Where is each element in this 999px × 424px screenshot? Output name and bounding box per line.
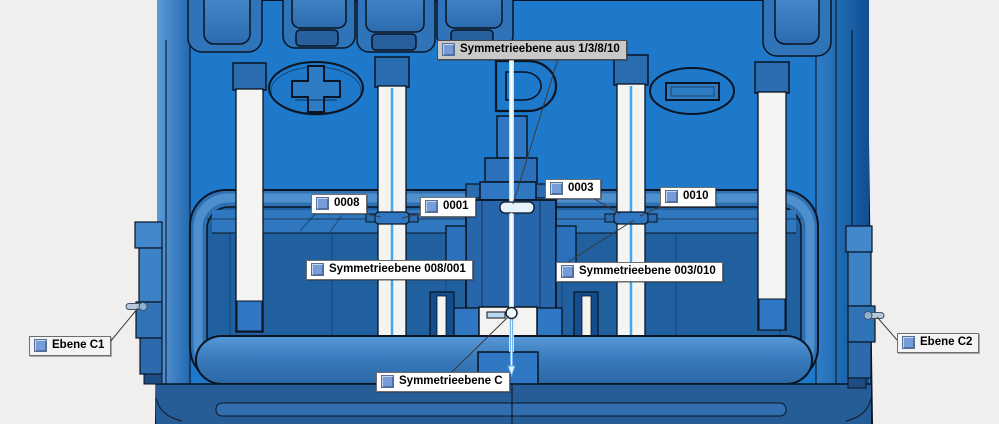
plane-icon <box>561 265 574 278</box>
callout-label: Ebene C2 <box>920 336 973 348</box>
callout-0008[interactable]: 0008 <box>311 194 367 214</box>
minus-emboss <box>649 67 735 115</box>
callout-label: 0001 <box>443 200 469 212</box>
plane-icon <box>665 190 678 203</box>
right-bracket <box>845 225 876 389</box>
callout-label: 0010 <box>683 190 709 202</box>
plane-icon <box>550 182 563 195</box>
plane-icon <box>316 197 329 210</box>
callout-label: Symmetrieebene aus 1/3/8/10 <box>460 43 620 55</box>
rod-slot-0001[interactable] <box>365 56 419 345</box>
plane-icon <box>34 339 47 352</box>
callout-ebene-c1[interactable]: Ebene C1 <box>29 336 112 356</box>
plane-icon <box>311 263 324 276</box>
plane-icon <box>902 336 915 349</box>
ebene-c1-pin[interactable] <box>125 302 148 311</box>
callout-label: Symmetrieebene C <box>399 375 503 387</box>
callout-label: Ebene C1 <box>52 339 105 351</box>
callout-label: 0008 <box>334 197 360 209</box>
callout-label: 0003 <box>568 182 594 194</box>
callout-0001[interactable]: 0001 <box>420 197 476 217</box>
ebene-c2-pin[interactable] <box>863 311 885 320</box>
plane-icon <box>442 43 455 56</box>
letter-d-emboss <box>494 59 558 113</box>
plus-emboss <box>268 61 364 116</box>
callout-symmetrieebene-aus-1-3-8-10[interactable]: Symmetrieebene aus 1/3/8/10 <box>437 40 627 60</box>
rod-slot-0008[interactable] <box>232 62 267 333</box>
callout-symmetrieebene-008-001[interactable]: Symmetrieebene 008/001 <box>306 260 473 280</box>
top-caps <box>187 0 832 57</box>
callout-symmetrieebene-003-010[interactable]: Symmetrieebene 003/010 <box>556 262 723 282</box>
plane-icon <box>381 375 394 388</box>
callout-0003[interactable]: 0003 <box>545 179 601 199</box>
plane-icon <box>425 200 438 213</box>
callout-0010[interactable]: 0010 <box>660 187 716 207</box>
callout-ebene-c2[interactable]: Ebene C2 <box>897 333 980 353</box>
bottom-housing <box>155 335 872 424</box>
callout-label: Symmetrieebene 008/001 <box>329 263 466 275</box>
callout-symmetrieebene-c[interactable]: Symmetrieebene C <box>376 372 510 392</box>
rod-slot-0010[interactable] <box>754 61 790 331</box>
callout-label: Symmetrieebene 003/010 <box>579 265 716 277</box>
